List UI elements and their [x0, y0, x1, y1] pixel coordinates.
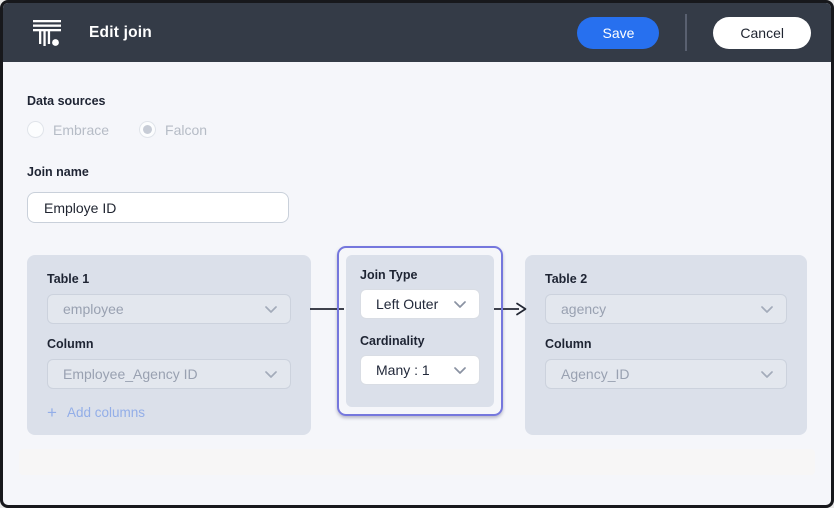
- table2-column-value: Agency_ID: [561, 366, 630, 382]
- join-name-label: Join name: [27, 165, 89, 179]
- add-columns-label: Add columns: [66, 405, 145, 420]
- join-type-label: Join Type: [360, 268, 418, 282]
- main-content: Data sources Embrace Falcon Join name Ta…: [3, 62, 831, 475]
- table2-select: agency: [545, 294, 787, 324]
- join-type-select[interactable]: Left Outer: [360, 289, 480, 319]
- cardinality-label: Cardinality: [360, 334, 425, 348]
- chevron-down-icon: [761, 305, 773, 313]
- table1-select: employee: [47, 294, 291, 324]
- page-title: Edit join: [89, 23, 152, 41]
- table2-column-select: Agency_ID: [545, 359, 787, 389]
- table1-column-label: Column: [47, 337, 94, 351]
- save-button[interactable]: Save: [577, 16, 660, 49]
- table1-column-select: Employee_Agency ID: [47, 359, 291, 389]
- table2-column-label: Column: [545, 337, 592, 351]
- cardinality-select[interactable]: Many : 1: [360, 355, 480, 385]
- radio-selected-icon: [139, 121, 157, 138]
- header-bar: Edit join Save Cancel: [3, 3, 831, 62]
- table2-label: Table 2: [545, 272, 588, 286]
- chevron-down-icon: [454, 300, 466, 308]
- chevron-down-icon: [454, 366, 466, 374]
- table2-select-value: agency: [561, 301, 607, 317]
- data-sources-label: Data sources: [27, 94, 106, 108]
- join-name-input[interactable]: [27, 192, 289, 223]
- join-type-value: Left Outer: [376, 296, 439, 312]
- join-settings-panel: Join Type Left Outer Cardinality Many : …: [346, 255, 494, 407]
- header-divider: [685, 14, 688, 51]
- add-columns-link[interactable]: + Add columns: [47, 404, 291, 421]
- thoughtspot-logo-icon: [33, 19, 61, 47]
- chevron-down-icon: [265, 305, 277, 313]
- radio-label: Falcon: [165, 121, 208, 138]
- chevron-down-icon: [761, 370, 773, 378]
- data-sources-radio-group: Embrace Falcon: [27, 121, 807, 138]
- table1-select-value: employee: [63, 301, 124, 317]
- radio-label: Embrace: [53, 121, 110, 138]
- table2-panel: Table 2 agency Column Agency_ID: [525, 255, 807, 435]
- footer-strip: [19, 449, 815, 475]
- cardinality-value: Many : 1: [376, 362, 430, 378]
- plus-icon: +: [47, 403, 57, 422]
- table1-column-value: Employee_Agency ID: [63, 366, 198, 382]
- join-settings-highlight-box: Join Type Left Outer Cardinality Many : …: [337, 246, 503, 416]
- table1-panel: Table 1 employee Column Employee_Agency …: [27, 255, 311, 435]
- join-builder: Table 1 employee Column Employee_Agency …: [27, 246, 807, 436]
- radio-unselected-icon: [27, 121, 44, 138]
- radio-embrace: Embrace: [27, 121, 109, 138]
- radio-falcon: Falcon: [139, 121, 207, 138]
- chevron-down-icon: [265, 370, 277, 378]
- cancel-button[interactable]: Cancel: [713, 16, 811, 49]
- table1-label: Table 1: [47, 272, 90, 286]
